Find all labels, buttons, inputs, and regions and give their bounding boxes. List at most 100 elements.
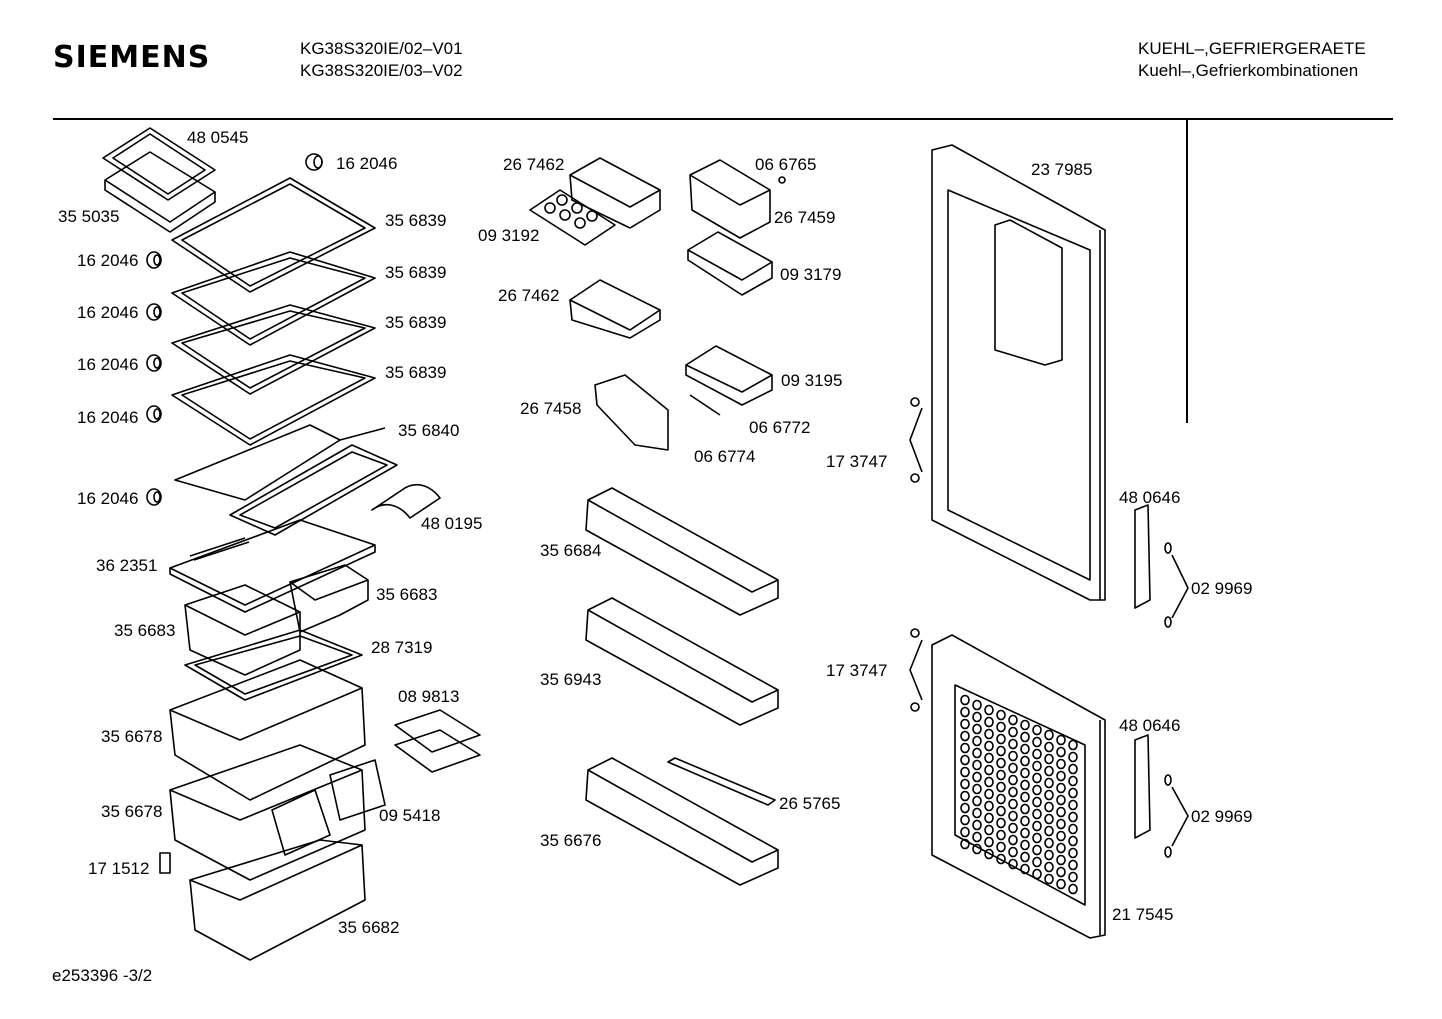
dimple: [984, 704, 994, 716]
dimple: [1068, 871, 1078, 883]
dimple: [1008, 774, 1018, 786]
part-number-label: 17 1512: [88, 859, 150, 878]
dimple: [984, 776, 994, 788]
dimple: [960, 826, 970, 838]
dimple: [972, 831, 982, 843]
refrigerator-door: [931, 144, 1106, 601]
dimple: [1008, 810, 1018, 822]
dimple: [972, 771, 982, 783]
dimple: [1068, 859, 1078, 871]
dimple: [1056, 806, 1066, 818]
dimple: [1044, 837, 1054, 849]
dimple: [1056, 794, 1066, 806]
part-number-label: 16 2046: [77, 408, 139, 427]
dimple: [972, 807, 982, 819]
part-number-label: 48 0195: [421, 514, 483, 533]
dimple: [960, 754, 970, 766]
dimple: [984, 764, 994, 776]
part-number-label: 36 2351: [96, 556, 158, 575]
dimple: [984, 824, 994, 836]
dimple: [1020, 863, 1030, 875]
dimple: [1032, 832, 1042, 844]
dimple: [1044, 813, 1054, 825]
dimple: [960, 838, 970, 850]
dimple: [996, 829, 1006, 841]
dimple: [996, 781, 1006, 793]
part-number-label: 35 6683: [376, 585, 438, 604]
dimple: [1020, 719, 1030, 731]
dimple: [1068, 799, 1078, 811]
part-number-label: 35 6682: [338, 918, 400, 937]
dimple: [972, 783, 982, 795]
dimple: [1056, 782, 1066, 794]
hinge-washers: [1164, 542, 1189, 858]
dimple: [1056, 878, 1066, 890]
dimple: [1068, 847, 1078, 859]
dimple: [1056, 854, 1066, 866]
dimple: [1032, 808, 1042, 820]
model-number-1: KG38S320IE/02–V01: [300, 39, 463, 58]
part-number-label: 26 7459: [774, 208, 836, 227]
dimple: [1032, 724, 1042, 736]
dimple: [1032, 796, 1042, 808]
dimple: [984, 716, 994, 728]
dimple: [1008, 726, 1018, 738]
part-number-label: 35 6839: [385, 211, 447, 230]
dimple: [1044, 753, 1054, 765]
drawers: [169, 564, 369, 961]
part-number-label: 26 5765: [779, 794, 841, 813]
dimple: [1044, 873, 1054, 885]
dimple: [1056, 842, 1066, 854]
dimple: [1020, 731, 1030, 743]
part-number-label: 35 6683: [114, 621, 176, 640]
dimple: [972, 723, 982, 735]
dimple: [1008, 714, 1018, 726]
dimple: [1056, 866, 1066, 878]
dimple: [984, 812, 994, 824]
butter-tray-part: [102, 127, 216, 233]
dimple: [1044, 825, 1054, 837]
part-number-label: 48 0545: [187, 128, 249, 147]
part-number-label: 26 7458: [520, 399, 582, 418]
dimple: [1008, 822, 1018, 834]
dimple: [996, 817, 1006, 829]
dimple: [996, 757, 1006, 769]
dimple: [1056, 746, 1066, 758]
dimple: [1068, 739, 1078, 751]
door-screws: [909, 397, 923, 712]
part-number-label: 28 7319: [371, 638, 433, 657]
dimple: [984, 836, 994, 848]
part-number-label: 26 7462: [503, 155, 565, 174]
part-number-label: 16 2046: [77, 489, 139, 508]
dimple: [984, 788, 994, 800]
dimple: [1020, 839, 1030, 851]
part-number-label: 09 3192: [478, 226, 540, 245]
dimple: [960, 730, 970, 742]
dimple: [1068, 835, 1078, 847]
part-number-label: 48 0646: [1119, 488, 1181, 507]
dimple: [972, 735, 982, 747]
dimple: [1032, 856, 1042, 868]
dimple: [1032, 820, 1042, 832]
part-number-label: 35 6684: [540, 541, 602, 560]
dimple: [984, 740, 994, 752]
dimple: [1008, 834, 1018, 846]
part-number-label: 16 2046: [77, 251, 139, 270]
dimple: [996, 721, 1006, 733]
part-number-label: 35 6943: [540, 670, 602, 689]
dimple: [1008, 738, 1018, 750]
part-number-label: 26 7462: [498, 286, 560, 305]
dimple: [1020, 851, 1030, 863]
dimple: [1068, 751, 1078, 763]
door-hinges: [1134, 504, 1151, 839]
dimple: [1020, 743, 1030, 755]
dimple: [1068, 763, 1078, 775]
dimple: [984, 752, 994, 764]
dimple: [1008, 762, 1018, 774]
dimple: [1056, 770, 1066, 782]
dimple: [996, 745, 1006, 757]
dimple: [1044, 777, 1054, 789]
part-number-label: 35 6678: [101, 727, 163, 746]
model-number-2: KG38S320IE/03–V02: [300, 61, 463, 80]
